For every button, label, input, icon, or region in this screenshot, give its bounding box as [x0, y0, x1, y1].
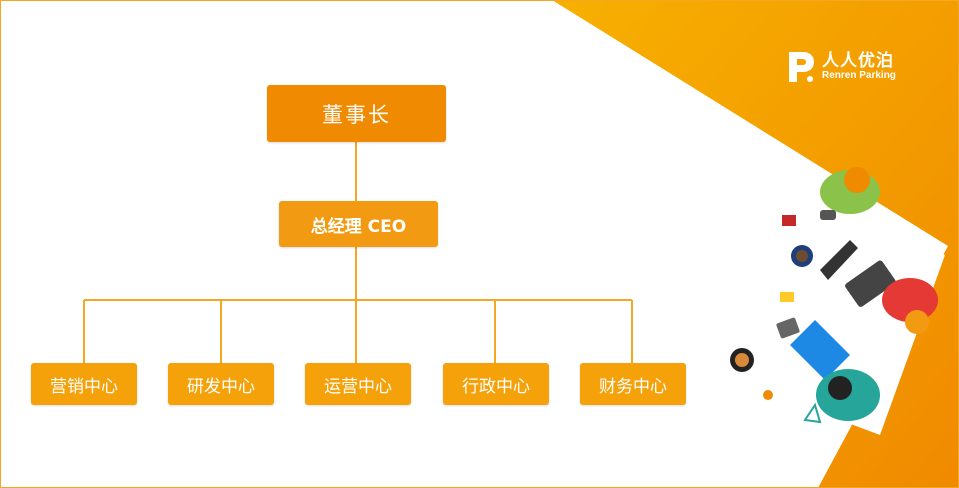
- book-icon: [782, 215, 796, 226]
- person-top-head: [844, 167, 870, 193]
- triangle-ruler-icon: [803, 402, 822, 424]
- phone-icon: [820, 210, 836, 220]
- dept-node-operations: 运营中心: [305, 363, 411, 405]
- person-bottom-head: [828, 376, 852, 400]
- keyboard-icon: [845, 260, 896, 307]
- person-right-head: [905, 310, 929, 334]
- parking-p-logo-icon: [789, 52, 814, 82]
- sticky-note-icon: [780, 292, 794, 302]
- dept-node-finance: 财务中心: [580, 363, 686, 405]
- laptop-icon: [790, 320, 850, 380]
- brand-name-cn: 人人优泊: [822, 50, 894, 71]
- dept-node-admin: 行政中心: [443, 363, 549, 405]
- apple-icon: [763, 390, 773, 400]
- tablet-icon: [776, 317, 800, 339]
- dept-node-marketing: 营销中心: [31, 363, 137, 405]
- brand-logo: 人人优泊 Renren Parking: [786, 50, 896, 84]
- ceo-node: 总经理 CEO: [279, 201, 438, 247]
- monitor-icon: [820, 240, 858, 280]
- chairman-node: 董事长: [267, 85, 446, 142]
- brand-name-en: Renren Parking: [822, 69, 896, 81]
- person-right-body: [882, 278, 938, 322]
- office-desk-illustration: [730, 167, 945, 435]
- dept-node-rnd: 研发中心: [168, 363, 274, 405]
- orange-diagonal-shape: [552, 0, 959, 488]
